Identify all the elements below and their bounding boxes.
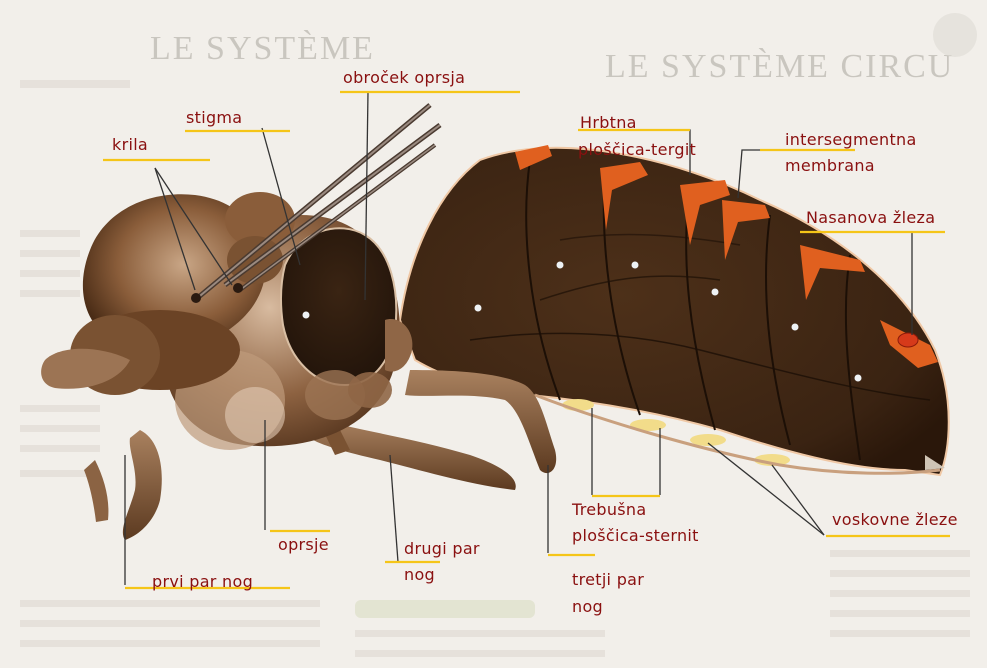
label-tretji-line1: tretji par — [572, 570, 644, 590]
label-drugi-line2: nog — [404, 565, 435, 585]
label-hrbtna-line1: Hrbtna — [580, 113, 637, 133]
label-stigma: stigma — [186, 108, 242, 128]
label-oprsje: oprsje — [278, 535, 329, 555]
label-tretji-line2: nog — [572, 597, 603, 617]
label-nasanova: Nasanova žleza — [806, 208, 935, 228]
label-intersegmentna-line2: membrana — [785, 156, 875, 176]
label-hrbtna-line2: ploščica-tergit — [578, 140, 696, 160]
label-trebusna-line1: Trebušna — [572, 500, 646, 520]
label-obrocek-oprsja: obroček oprsja — [343, 68, 465, 88]
abdomen — [400, 145, 949, 475]
label-krila: krila — [112, 135, 148, 155]
label-voskovne: voskovne žleze — [832, 510, 958, 530]
label-prvi: prvi par nog — [152, 572, 253, 592]
label-drugi-line1: drugi par — [404, 539, 480, 559]
label-trebusna-line2: ploščica-sternit — [572, 526, 699, 546]
label-intersegmentna-line1: intersegmentna — [785, 130, 917, 150]
